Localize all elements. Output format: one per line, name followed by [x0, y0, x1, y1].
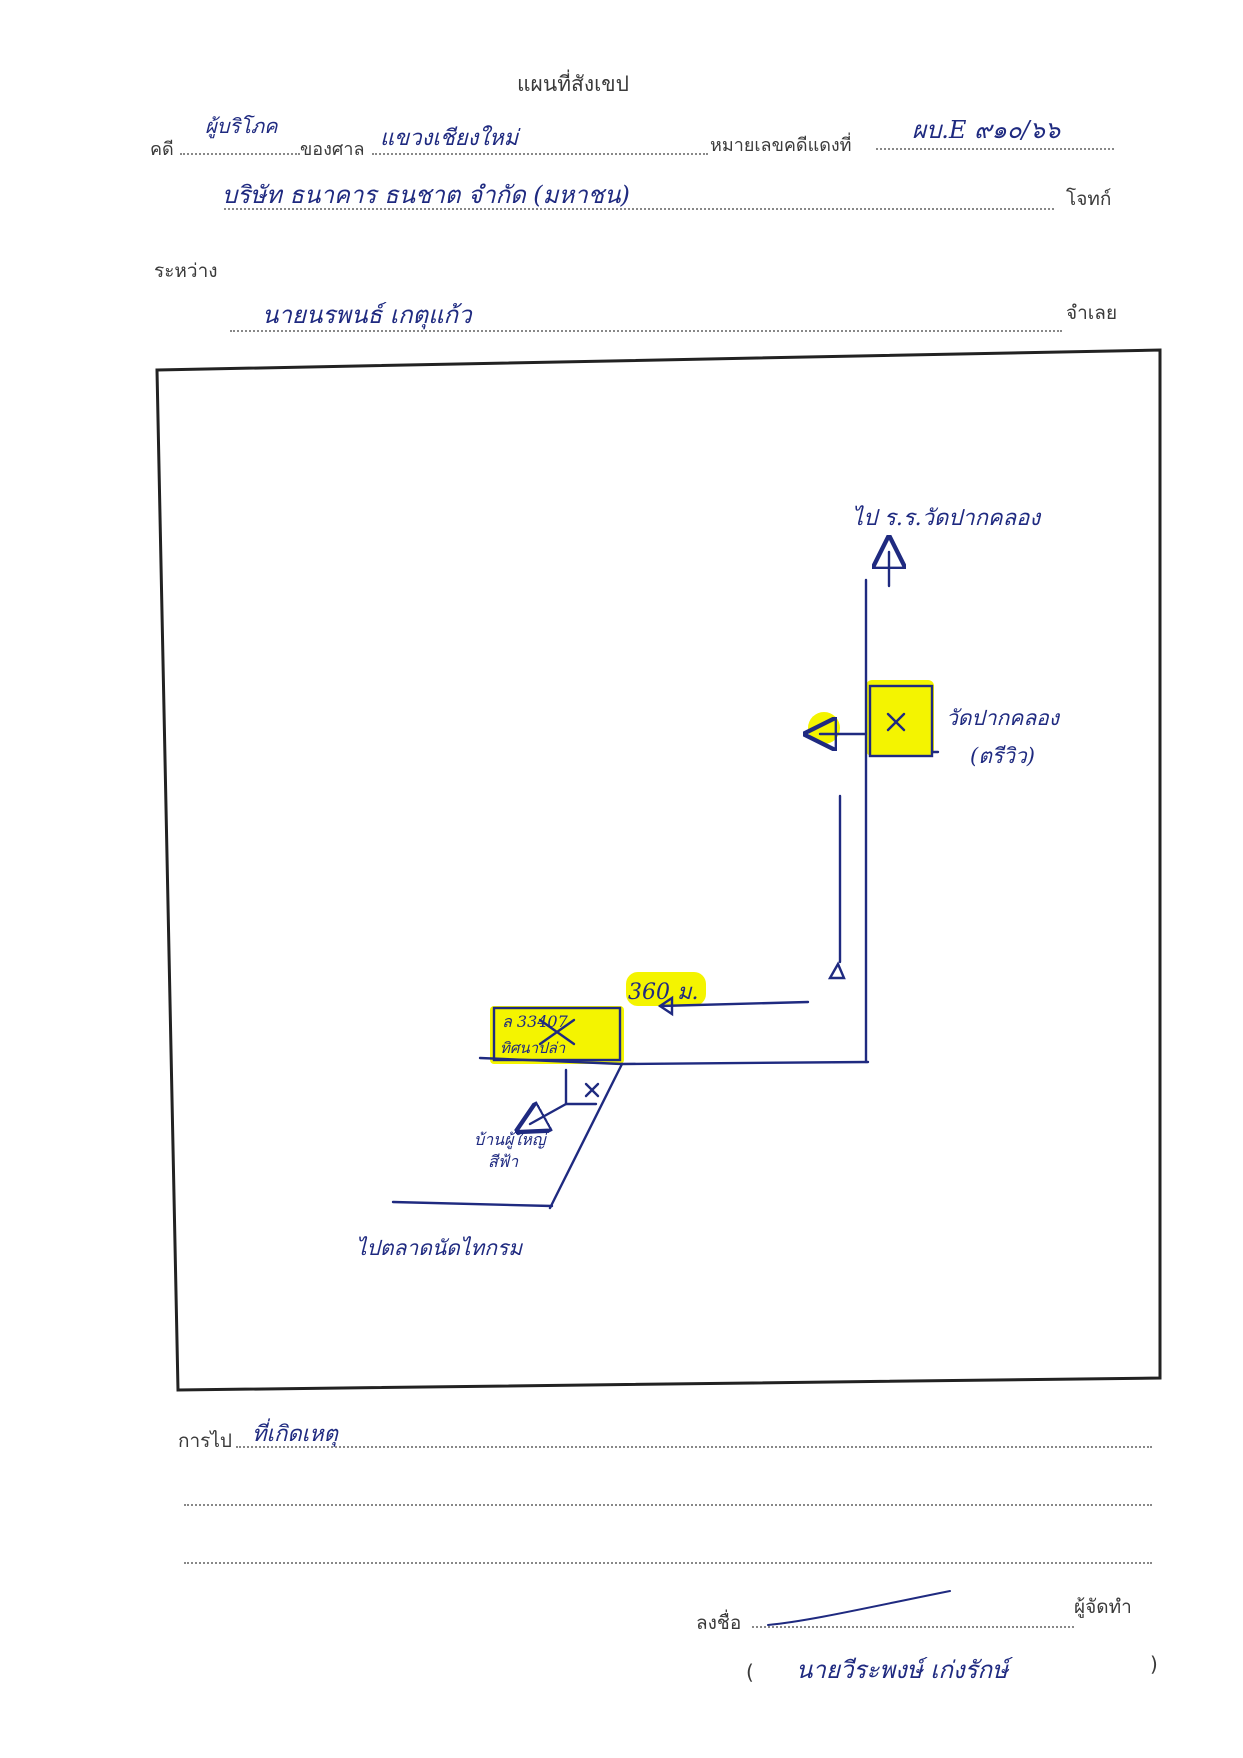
signer-name: นายวีระพงษ์ เก่งรักษ์ [796, 1656, 1008, 1684]
route-dotted-line-2 [184, 1504, 1152, 1506]
map-frame [155, 348, 1162, 1392]
diagonal-road-line [548, 1062, 624, 1210]
target-house-highlight [490, 1006, 624, 1064]
side-house-cross [584, 1082, 600, 1098]
map-lines [391, 552, 940, 1210]
defendant-value: นายนรพนธ์ เกตุแก้ว [262, 301, 472, 329]
distance-highlight [626, 972, 706, 1006]
route-value: ที่เกิดเหตุ [252, 1422, 338, 1447]
map-label-to-market: ไปตลาดนัดไทกรม [356, 1236, 523, 1260]
map-label-target-2: ทิศนาปล่า [500, 1039, 566, 1057]
route-dotted-line-1 [236, 1446, 1152, 1448]
case-type-value: ผู้บริโภค [205, 114, 278, 138]
cross-road-line [620, 1060, 870, 1066]
court-value: แขวงเชียงใหม่ [380, 126, 519, 151]
signature-scribble [767, 1590, 951, 1626]
side-lane-line [564, 1068, 598, 1106]
target-house-cross [538, 1018, 576, 1046]
route-dotted-line-3 [184, 1562, 1152, 1564]
map-label-temple-sub: (ตรีวิว) [970, 744, 1035, 768]
map-label-side-house-2: สีฟ้า [488, 1152, 519, 1171]
target-house-box [492, 1006, 622, 1062]
lower-road-line [391, 1200, 554, 1208]
route-label: การไป [178, 1430, 232, 1452]
case-type-dotted-line [180, 153, 300, 155]
signature-dotted-line [752, 1626, 1074, 1628]
map-label-target-1: ล 33407 [502, 1012, 568, 1031]
defendant-label: จำเลย [1066, 302, 1118, 324]
open-paren: ( [746, 1660, 754, 1684]
map-label-side-house: บ้านผู้ใหญ่ [474, 1130, 546, 1149]
map-label-to-school: ไป ร.ร.วัดปากคลอง [852, 506, 1041, 531]
signer-role: ผู้จัดทำ [1074, 1596, 1132, 1618]
between-label: ระหว่าง [154, 260, 218, 282]
court-label: ของศาล [300, 139, 365, 160]
red-case-label: หมายเลขคดีแดงที่ [710, 135, 852, 156]
red-case-dotted-line [876, 148, 1114, 150]
temple-box [868, 684, 934, 758]
plaintiff-dotted-line [224, 208, 1054, 210]
map-label-distance: 360 ม. [628, 980, 699, 1005]
route-left-line [658, 1000, 810, 1008]
signature-label: ลงชื่อ [696, 1612, 742, 1634]
case-label: คดี [150, 139, 174, 160]
plaintiff-value: บริษัท ธนาคาร ธนชาต จำกัด (มหาชน) [222, 181, 630, 209]
route-left-triangle [657, 995, 674, 1017]
close-paren: ) [1150, 1652, 1158, 1676]
direction-marker-highlight [808, 712, 840, 744]
temple-cross [886, 712, 906, 732]
court-dotted-line [372, 153, 708, 155]
plaintiff-label: โจทก์ [1066, 188, 1112, 210]
side-house-arrow [530, 1104, 568, 1124]
map-label-temple: วัดปากคลอง [946, 706, 1060, 730]
red-case-value: ผบ.E ๙๑๐/๖๖ [912, 116, 1061, 144]
defendant-dotted-line [230, 330, 1062, 332]
route-down-triangle [827, 961, 846, 980]
page-title: แผนที่สังเขป [517, 72, 629, 96]
